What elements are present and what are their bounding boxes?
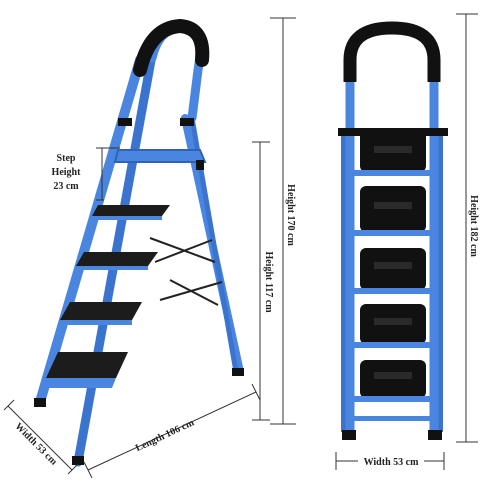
foot: [428, 430, 442, 440]
step: [76, 252, 158, 270]
foot: [34, 398, 46, 407]
step: [354, 248, 432, 294]
step: [354, 360, 432, 402]
step: [354, 130, 432, 176]
cross-brace: [154, 239, 213, 263]
top-clip: [118, 118, 132, 126]
cross-brace: [149, 237, 216, 263]
front-view-ladder: [338, 21, 448, 440]
step-height-label-line1: Step: [57, 153, 76, 164]
bottom-bar: [346, 416, 438, 421]
height-117-dimension: [252, 141, 270, 421]
height-170-dimension: [270, 17, 296, 425]
length-label: Length 106 cm: [134, 417, 197, 454]
top-clip: [180, 118, 194, 126]
foot: [342, 430, 356, 440]
top-platform: [113, 149, 207, 163]
step: [354, 304, 432, 348]
height-182-dimension: [456, 13, 478, 443]
foot: [72, 456, 84, 465]
side-view-ladder: [34, 18, 244, 467]
step: [60, 302, 142, 325]
cross-brace: [169, 279, 219, 306]
step: [44, 352, 128, 388]
step-height-dimension: [96, 147, 120, 201]
step: [354, 186, 432, 236]
width-front-dimension: [335, 452, 445, 470]
width-side-dimension: [3, 399, 79, 475]
width-side-label: Width 53 cm: [12, 421, 59, 468]
height-182-label: Height 182 cm: [468, 195, 479, 257]
width-front-label: Width 53 cm: [364, 457, 419, 468]
step-height-label-line3: 23 cm: [53, 181, 79, 192]
front-rail-front: [35, 55, 145, 407]
step: [92, 205, 170, 220]
foot: [232, 368, 244, 376]
hinge: [196, 160, 204, 170]
handle-grip: [133, 18, 210, 77]
height-170-label: Height 170 cm: [285, 184, 296, 246]
height-117-label: Height 117 cm: [263, 251, 274, 313]
handle-grip: [343, 21, 441, 82]
length-dimension: [83, 383, 261, 479]
step-height-label-line2: Height: [52, 167, 82, 178]
